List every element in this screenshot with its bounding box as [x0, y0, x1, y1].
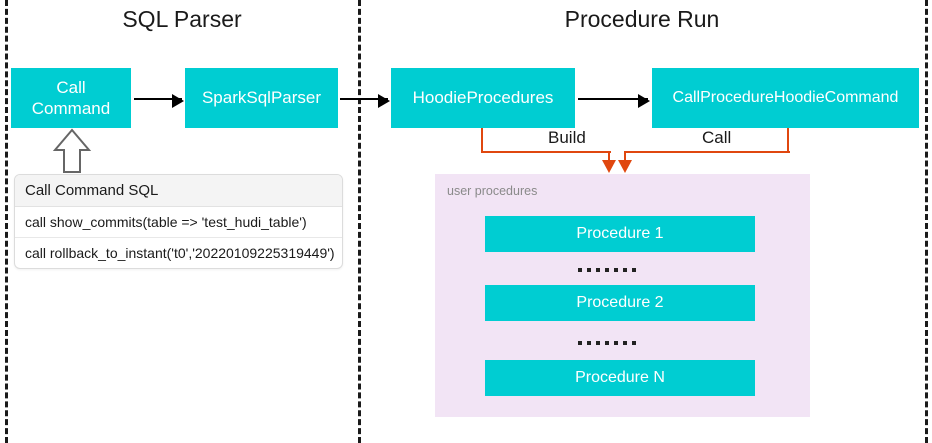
dot [587, 341, 591, 345]
node-hoodie-procedures[interactable]: HoodieProcedures [391, 68, 575, 128]
ellipsis-separator-2 [578, 341, 636, 345]
user-procedures-label: user procedures [447, 184, 538, 198]
section-title-sql-parser: SQL Parser [122, 6, 242, 32]
dot [632, 268, 636, 272]
connector-call-arrowhead [618, 160, 632, 173]
node-call-command[interactable]: Call Command [11, 68, 131, 128]
divider-right [925, 0, 928, 443]
section-title-procedure-run: Procedure Run [564, 6, 720, 32]
connector-build-label: Build [543, 128, 591, 148]
dot [623, 268, 627, 272]
divider-middle [358, 0, 361, 443]
procedure-box-2[interactable]: Procedure 2 [485, 285, 755, 321]
sql-table-header: Call Command SQL [15, 175, 342, 207]
connector-build-vertical-left [481, 128, 483, 153]
sql-table-row-1[interactable]: call rollback_to_instant('t0','202201092… [25, 245, 335, 261]
dot [605, 268, 609, 272]
arrow-hoodie-procedures-to-call-procedure-hoodie-command [578, 94, 650, 108]
procedure-box-1[interactable]: Procedure 1 [485, 216, 755, 252]
arrow-spark-sql-parser-to-hoodie-procedures [340, 94, 390, 108]
dot [623, 341, 627, 345]
node-call-command-line1: Call [56, 77, 86, 97]
dot [614, 341, 618, 345]
hollow-up-arrow-icon [52, 128, 92, 173]
node-call-command-line2: Command [31, 99, 111, 118]
dot [605, 341, 609, 345]
divider-left [5, 0, 8, 443]
procedure-box-n[interactable]: Procedure N [485, 360, 755, 396]
connector-build-horizontal [481, 151, 611, 153]
node-call-procedure-hoodie-command[interactable]: CallProcedureHoodieCommand [652, 68, 919, 128]
connector-build-arrowhead [602, 160, 616, 173]
dot [614, 268, 618, 272]
dot [632, 341, 636, 345]
connector-call-horizontal [624, 151, 790, 153]
sql-table-row-0[interactable]: call show_commits(table => 'test_hudi_ta… [15, 207, 342, 238]
dot [596, 268, 600, 272]
arrow-call-command-to-spark-sql-parser [134, 94, 184, 108]
connector-build-vertical-down [608, 151, 610, 162]
dot [578, 341, 582, 345]
dot [596, 341, 600, 345]
dot [587, 268, 591, 272]
dot [578, 268, 582, 272]
connector-call-label: Call [697, 128, 737, 148]
connector-call-vertical-down [624, 151, 626, 162]
connector-call-vertical-right [787, 128, 789, 153]
node-spark-sql-parser[interactable]: SparkSqlParser [185, 68, 338, 128]
call-command-sql-table: Call Command SQL call show_commits(table… [14, 174, 343, 269]
ellipsis-separator-1 [578, 268, 636, 272]
